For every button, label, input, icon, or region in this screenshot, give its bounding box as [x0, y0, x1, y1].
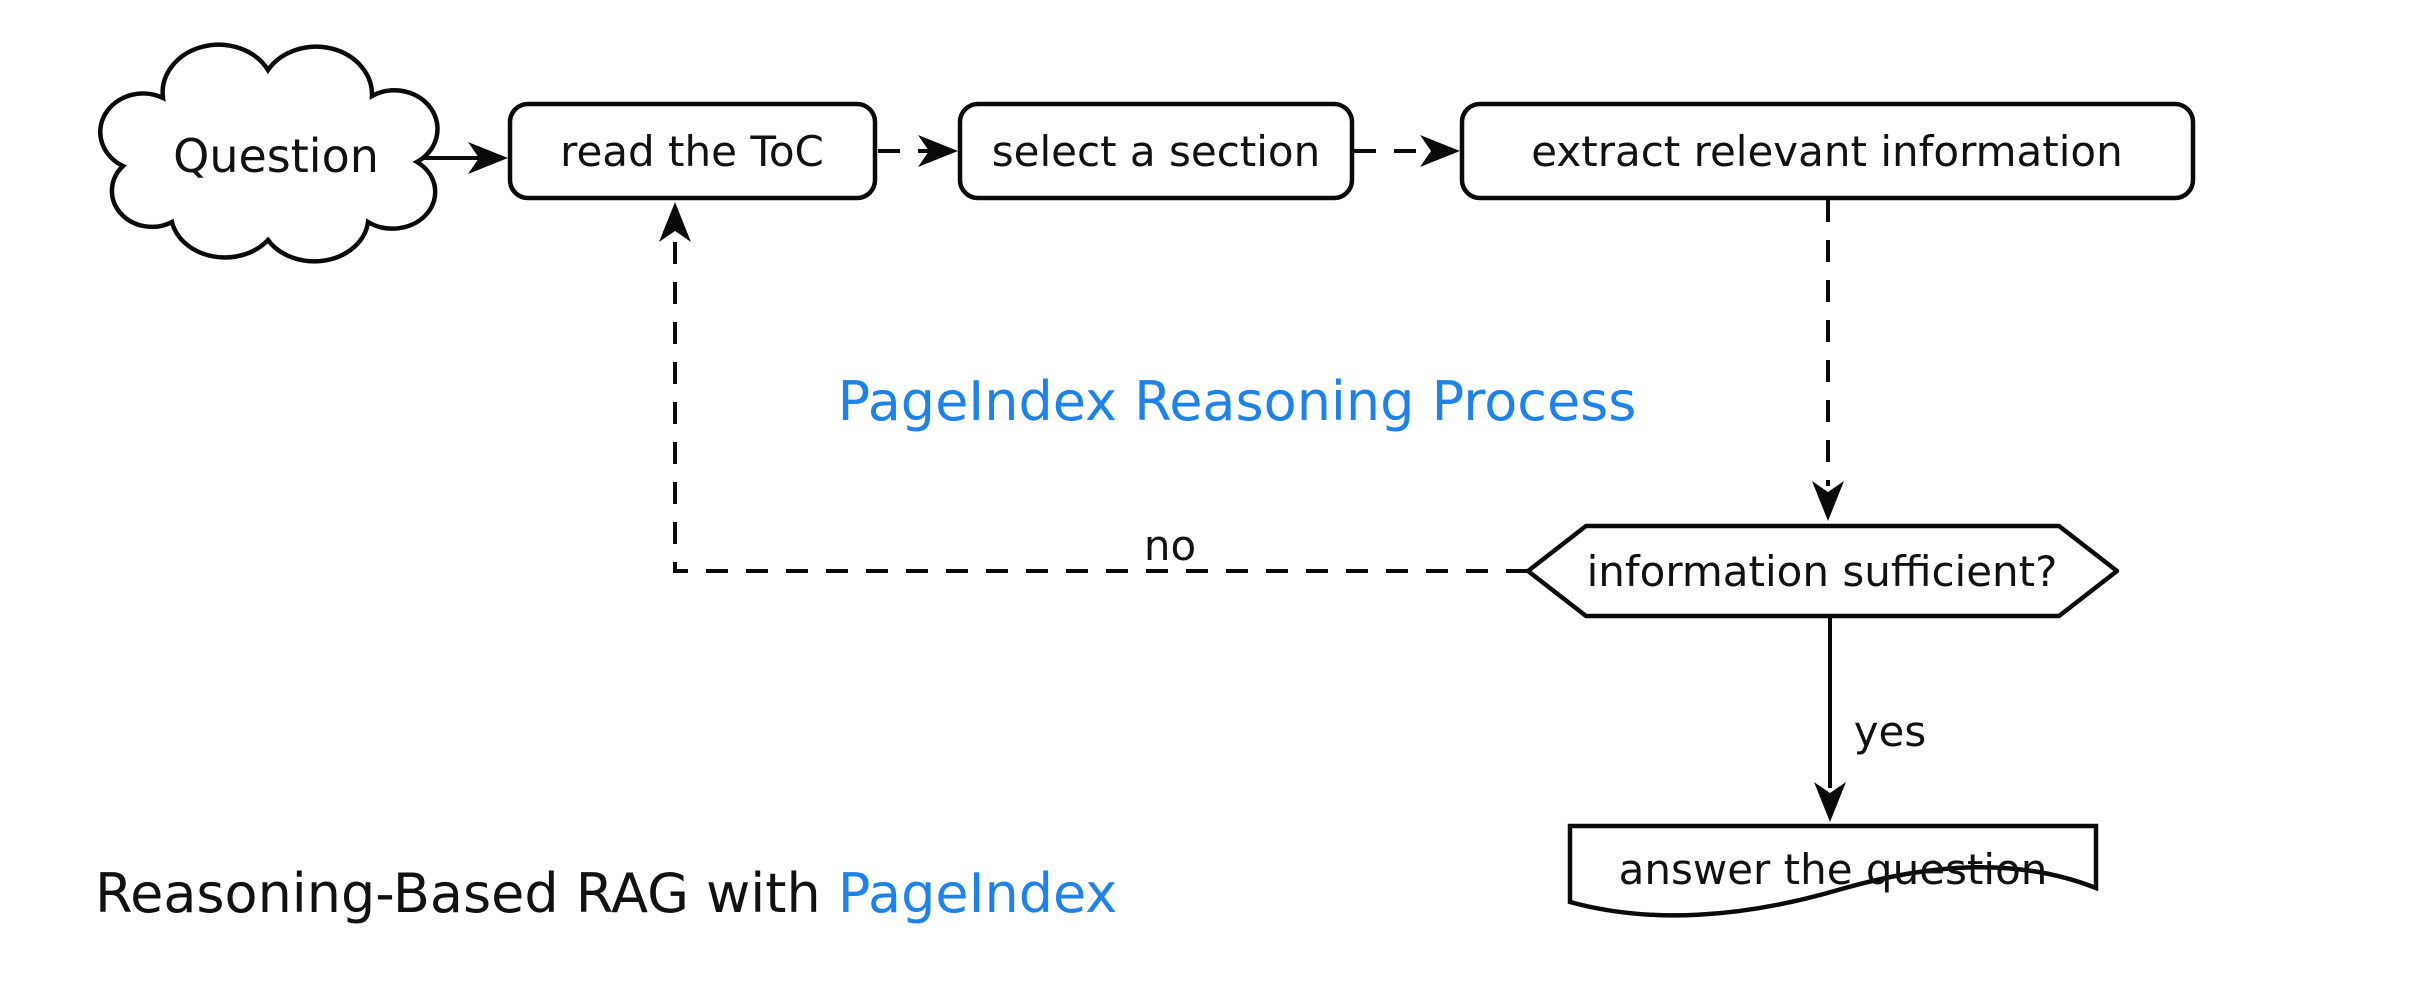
- arrowhead-question-to-read-toc: [468, 142, 508, 174]
- arrowhead-extract-to-decision: [1812, 481, 1844, 521]
- arrowhead-decision-to-answer: [1814, 782, 1846, 822]
- node-decision-label: information sufficient?: [1587, 547, 2058, 596]
- caption-brand: PageIndex: [838, 862, 1117, 925]
- node-question-label: Question: [173, 129, 379, 183]
- node-select-section-label: select a section: [992, 127, 1321, 176]
- edge-label-yes: yes: [1854, 707, 1927, 756]
- node-answer-document: [1567, 823, 2099, 918]
- arrowhead-read-toc-to-select: [918, 135, 958, 167]
- diagram-caption: Reasoning-Based RAG with PageIndex: [95, 862, 1117, 925]
- node-decision-hexagon: [1525, 523, 2120, 619]
- node-select-section-box: [957, 101, 1355, 201]
- caption-prefix: Reasoning-Based RAG with: [95, 862, 838, 925]
- node-read-toc-label: read the ToC: [560, 127, 824, 176]
- edge-decision-no-loop: [673, 242, 1528, 573]
- diagram-title: PageIndex Reasoning Process: [838, 370, 1637, 433]
- node-read-toc-box: [507, 101, 878, 201]
- arrowhead-select-to-extract: [1420, 135, 1460, 167]
- node-extract-info-box: [1459, 101, 2196, 201]
- node-extract-info-label: extract relevant information: [1531, 127, 2122, 176]
- node-answer-label: answer the question: [1619, 845, 2048, 894]
- arrowhead-no-loop-to-read-toc: [659, 202, 691, 242]
- node-question-cloud: [98, 42, 440, 264]
- edge-label-no: no: [1144, 521, 1196, 570]
